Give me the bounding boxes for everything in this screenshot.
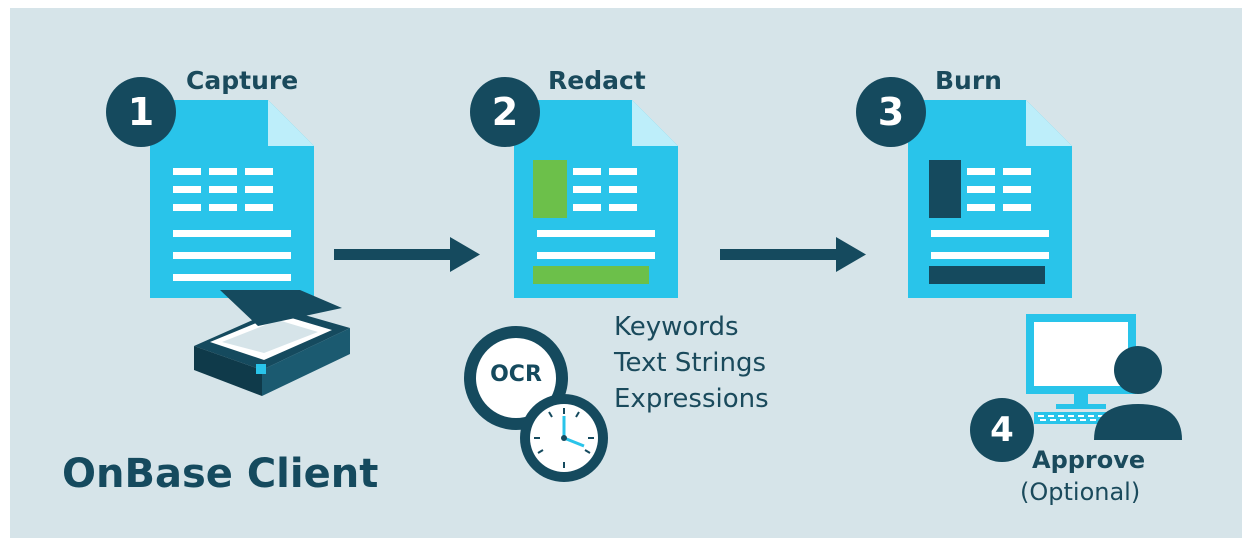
arrow-right-icon — [720, 237, 866, 272]
step-title-burn: Burn — [935, 66, 1002, 95]
burn-document-icon — [908, 100, 1072, 298]
diagram-canvas: 1 Capture 2 Redact 3 Burn 4 Approve (Opt… — [10, 8, 1242, 538]
step-number: 4 — [990, 410, 1014, 450]
computer-user-icon — [1026, 314, 1182, 440]
step-title-approve: Approve — [1032, 446, 1146, 474]
diagram-graphics — [150, 100, 1182, 482]
ocr-label: OCR — [490, 362, 542, 387]
step-number: 2 — [491, 90, 519, 134]
step-number-badge: 4 — [970, 398, 1034, 462]
step-number-badge: 1 — [106, 77, 176, 147]
arrow-right-icon — [334, 237, 480, 272]
step-number-badge: 3 — [856, 77, 926, 147]
step-number: 1 — [127, 90, 155, 134]
step-title-redact: Redact — [548, 66, 646, 95]
criteria-keywords: Keywords — [614, 312, 739, 342]
step-title-capture: Capture — [186, 66, 299, 95]
scanner-icon — [194, 290, 350, 396]
redact-document-icon — [514, 100, 678, 298]
criteria-expressions: Expressions — [614, 384, 769, 414]
step-number-badge: 2 — [470, 77, 540, 147]
clock-icon — [520, 394, 608, 482]
step-subtitle-optional: (Optional) — [1020, 478, 1141, 506]
capture-document-icon — [150, 100, 314, 298]
criteria-text-strings: Text Strings — [614, 348, 766, 378]
step-number: 3 — [877, 90, 905, 134]
client-label: OnBase Client — [62, 451, 379, 497]
